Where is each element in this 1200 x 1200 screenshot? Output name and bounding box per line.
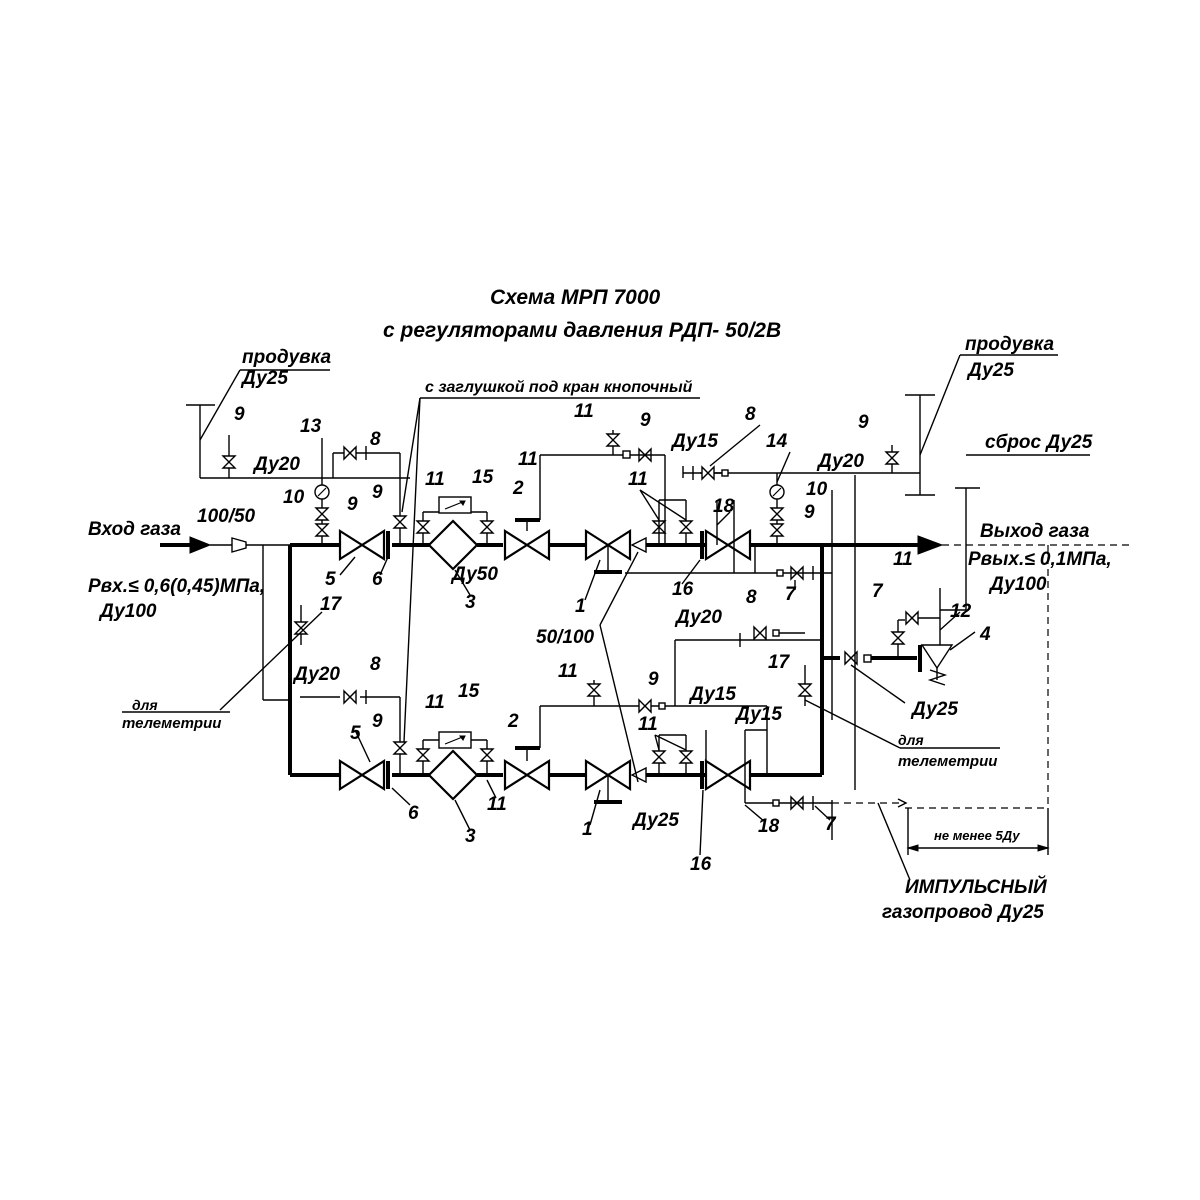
pos-2-top: 2 — [512, 478, 524, 499]
outlet-pressure: Рвых.≤ 0,1МПа, — [968, 549, 1112, 570]
size-du20-top-left: Ду20 — [252, 454, 300, 475]
size-du25-right: Ду25 — [910, 699, 958, 720]
pos-6-top: 6 — [372, 569, 383, 590]
purge-left: продувка Ду25 — [186, 347, 410, 479]
pos-9-purge-left: 9 — [234, 404, 245, 425]
pos-9-bot: 9 — [648, 669, 659, 690]
pos-9-b: 9 — [372, 482, 383, 503]
pos-10-left: 10 — [283, 487, 305, 508]
inlet-reducer — [231, 537, 247, 553]
title-line-1: Схема МРП 7000 — [490, 286, 661, 309]
size-du20-top-right: Ду20 — [816, 451, 864, 472]
pos-14: 14 — [766, 431, 788, 452]
relief-assembly — [822, 475, 954, 840]
pos-9-top: 9 — [640, 410, 651, 431]
pos-9-right: 9 — [804, 502, 815, 523]
reducer-mid: 50/100 — [536, 627, 595, 648]
pos-13: 13 — [300, 416, 322, 437]
line-top — [288, 518, 1130, 775]
purge-left-diameter: Ду25 — [240, 368, 288, 389]
pos-11-i: 11 — [487, 794, 507, 815]
pos-8-top-right: 8 — [745, 404, 756, 425]
pos-11-c: 11 — [425, 469, 445, 490]
bottom-instruments — [300, 626, 832, 810]
pos-8-bot-left: 8 — [370, 654, 381, 675]
pos-16-top: 16 — [672, 579, 694, 600]
telemetry-taps — [219, 605, 1000, 749]
size-du15-bottom-a: Ду15 — [688, 684, 736, 705]
purge-left-label: продувка — [242, 347, 331, 368]
size-du15-top: Ду15 — [670, 431, 718, 452]
telemetry-left-line2: телеметрии — [122, 715, 221, 732]
inlet-arrow-icon — [189, 536, 212, 554]
min-distance: не менее 5Ду — [934, 828, 1020, 843]
pos-5-top: 5 — [325, 569, 336, 590]
telemetry-left-line1: для — [132, 697, 158, 713]
pos-9-a: 9 — [347, 494, 358, 515]
telemetry-right-line2: телеметрии — [898, 753, 997, 770]
outlet-arrow-icon — [917, 535, 944, 555]
relief-label: сброс Ду25 — [985, 432, 1093, 453]
pos-3-bot: 3 — [465, 826, 476, 847]
pos-17-left: 17 — [320, 594, 343, 615]
size-du20-mid: Ду20 — [674, 607, 722, 628]
outlet-label: Выход газа — [980, 521, 1090, 542]
pos-11-a: 11 — [574, 401, 594, 422]
leader-lines — [321, 424, 976, 856]
size-du50: Ду50 — [450, 564, 498, 585]
title-line-2: с регуляторами давления РДП- 50/2В — [383, 319, 781, 342]
position-labels: 1 1 2 2 3 3 4 5 5 6 6 7 7 7 8 8 8 8 9 9 … — [234, 401, 991, 875]
telemetry-right-line1: для — [898, 732, 924, 748]
purge-right-label: продувка — [965, 334, 1054, 355]
pos-11-g: 11 — [425, 692, 445, 713]
pos-17-right: 17 — [768, 652, 791, 673]
pos-15-top: 15 — [472, 467, 494, 488]
impulse-line2: газопровод Ду25 — [882, 902, 1044, 923]
top-instruments — [314, 430, 832, 580]
pos-11-d: 11 — [628, 469, 648, 490]
impulse-line — [832, 545, 1050, 881]
pos-9-purge-right: 9 — [858, 412, 869, 433]
pos-11-f: 11 — [558, 661, 578, 682]
purge-right-diameter: Ду25 — [966, 360, 1014, 381]
plug-note: с заглушкой под кран кнопочный — [425, 379, 693, 396]
inlet-pressure: Рвх.≤ 0,6(0,45)МПа, — [88, 576, 265, 597]
pos-11-e: 11 — [893, 549, 913, 570]
pos-6-bot: 6 — [408, 803, 419, 824]
pos-15-bot: 15 — [458, 681, 480, 702]
pos-4: 4 — [979, 624, 991, 645]
relief-line: сброс Ду25 — [939, 432, 1093, 645]
pos-10-right: 10 — [806, 479, 828, 500]
pos-11-b: 11 — [518, 449, 538, 470]
pos-1-bot: 1 — [582, 819, 593, 840]
impulse-line1: ИМПУЛЬСНЫЙ — [905, 876, 1047, 898]
pos-3-top: 3 — [465, 592, 476, 613]
size-du25-bottom: Ду25 — [631, 810, 679, 831]
inlet: Вход газа 100/50 Рвх.≤ 0,6(0,45)МПа, Ду1… — [88, 506, 290, 701]
inlet-diameter: Ду100 — [98, 601, 157, 622]
purge-right: продувка Ду25 — [700, 334, 1058, 496]
size-du20-bottom-left: Ду20 — [292, 664, 340, 685]
outlet-diameter: Ду100 — [988, 574, 1047, 595]
inlet-transition: 100/50 — [197, 506, 256, 527]
pos-16-bot: 16 — [690, 854, 712, 875]
pos-7-top: 7 — [785, 584, 797, 605]
pos-11-h: 11 — [638, 714, 658, 735]
pos-9-bot-left: 9 — [372, 711, 383, 732]
pos-5-bot: 5 — [350, 723, 361, 744]
pos-1-top: 1 — [575, 596, 586, 617]
inlet-label: Вход газа — [88, 519, 181, 540]
pos-18-top: 18 — [713, 496, 735, 517]
pos-2-bot: 2 — [507, 711, 519, 732]
pos-8-top-left: 8 — [370, 429, 381, 450]
pos-8-mid: 8 — [746, 587, 757, 608]
size-du15-bottom-b: Ду15 — [734, 704, 782, 725]
pos-7-bot: 7 — [825, 814, 837, 835]
pos-7-right: 7 — [872, 581, 884, 602]
